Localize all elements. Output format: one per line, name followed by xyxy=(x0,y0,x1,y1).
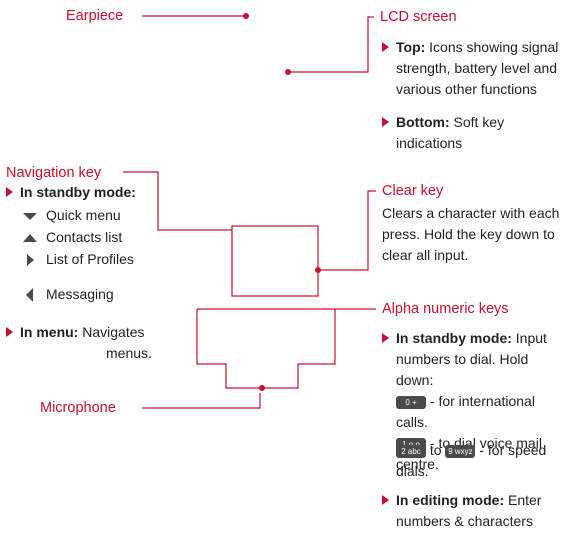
clear-line: Clears a character with each xyxy=(382,205,560,221)
nav-menu-item: In menu: Navigates xyxy=(6,322,166,343)
alpha-standby-head: In standby mode: xyxy=(396,330,512,346)
navigation-key-label: Navigation key xyxy=(6,165,102,181)
clear-line: clear all input. xyxy=(382,247,469,263)
lcd-top-line: Icons showing signal xyxy=(429,39,559,55)
bullet-icon xyxy=(382,117,389,127)
nav-item-label: Contacts list xyxy=(46,229,123,245)
to-text: to xyxy=(429,442,442,458)
nav-messaging-row: Messaging xyxy=(22,284,114,305)
nav-menu-line: menus. xyxy=(106,345,152,361)
alpha-editing-line: numbers & characters xyxy=(396,513,533,529)
nav-contacts-row: Contacts list xyxy=(22,227,122,248)
earpiece-label: Earpiece xyxy=(66,8,124,24)
key-0-icon: 0 + xyxy=(396,395,426,409)
nav-item-label: Messaging xyxy=(46,286,114,302)
speed-dial-row: 2 abc to 9 wxyz - for speed dials. xyxy=(396,440,565,482)
lcd-bottom-item: Bottom: Soft key indications xyxy=(382,112,562,154)
microphone-label: Microphone xyxy=(40,400,116,416)
nav-menu-head: In menu: xyxy=(20,324,79,340)
bullet-icon xyxy=(382,333,389,343)
lcd-top-line: strength, battery level and xyxy=(396,60,558,76)
alpha-editing-head: In editing mode: xyxy=(396,492,505,508)
lcd-top-item: Top: Icons showing signal strength, batt… xyxy=(382,37,562,100)
up-arrow-icon xyxy=(23,234,37,243)
key1-line2: centre. xyxy=(396,456,439,472)
lcd-top-line: various other functions xyxy=(396,81,537,97)
bullet-icon xyxy=(382,42,389,52)
lcd-screen-label: LCD screen xyxy=(380,9,457,25)
clear-leader xyxy=(318,190,376,271)
nav-profiles-row: List of Profiles xyxy=(22,249,134,270)
bullet-icon xyxy=(6,327,13,337)
nav-item-label: Quick menu xyxy=(46,207,121,223)
alpha-editing-line: Enter xyxy=(508,492,542,508)
lcd-leader xyxy=(288,16,374,73)
bullet-icon xyxy=(6,187,13,197)
nav-standby-head: In standby mode: xyxy=(20,184,136,200)
microphone-leader xyxy=(142,393,261,409)
earpiece-dot xyxy=(243,13,249,19)
alpha-numeric-keys-label: Alpha numeric keys xyxy=(382,301,509,317)
key9-line2: dials. xyxy=(396,463,429,479)
key-9-icon: 9 wxyz xyxy=(445,444,476,458)
alpha-keys-outline xyxy=(196,308,336,389)
key-2-icon: 2 abc xyxy=(396,444,426,458)
left-arrow-icon xyxy=(26,288,33,303)
alpha-standby-line: Input xyxy=(515,330,547,346)
nav-leader xyxy=(123,171,232,231)
navigation-key-box xyxy=(231,225,319,297)
nav-standby-item: In standby mode: xyxy=(6,182,166,203)
nav-menu-line: Navigates xyxy=(82,324,145,340)
lcd-bottom-head: Bottom: xyxy=(396,114,450,130)
down-arrow-icon xyxy=(23,213,37,221)
nav-item-label: List of Profiles xyxy=(46,251,134,267)
right-arrow-icon xyxy=(27,254,34,267)
lcd-top-head: Top: xyxy=(396,39,426,55)
nav-quick-menu-row: Quick menu xyxy=(22,205,121,226)
alpha-standby-line: numbers to dial. Hold down: xyxy=(396,351,529,388)
clear-line: press. Hold the key down to xyxy=(382,226,555,242)
clear-key-label: Clear key xyxy=(382,183,444,199)
alpha-editing-item: In editing mode: Enter numbers & charact… xyxy=(382,490,562,532)
key9-text: - for speed xyxy=(479,442,547,458)
lcd-bottom-line: indications xyxy=(396,135,463,151)
key0-text: - for international calls. xyxy=(396,393,535,430)
clear-key-description: Clears a character with each press. Hold… xyxy=(382,203,565,266)
bullet-icon xyxy=(382,495,389,505)
lcd-dot xyxy=(285,69,291,75)
lcd-bottom-line: Soft key xyxy=(453,114,505,130)
